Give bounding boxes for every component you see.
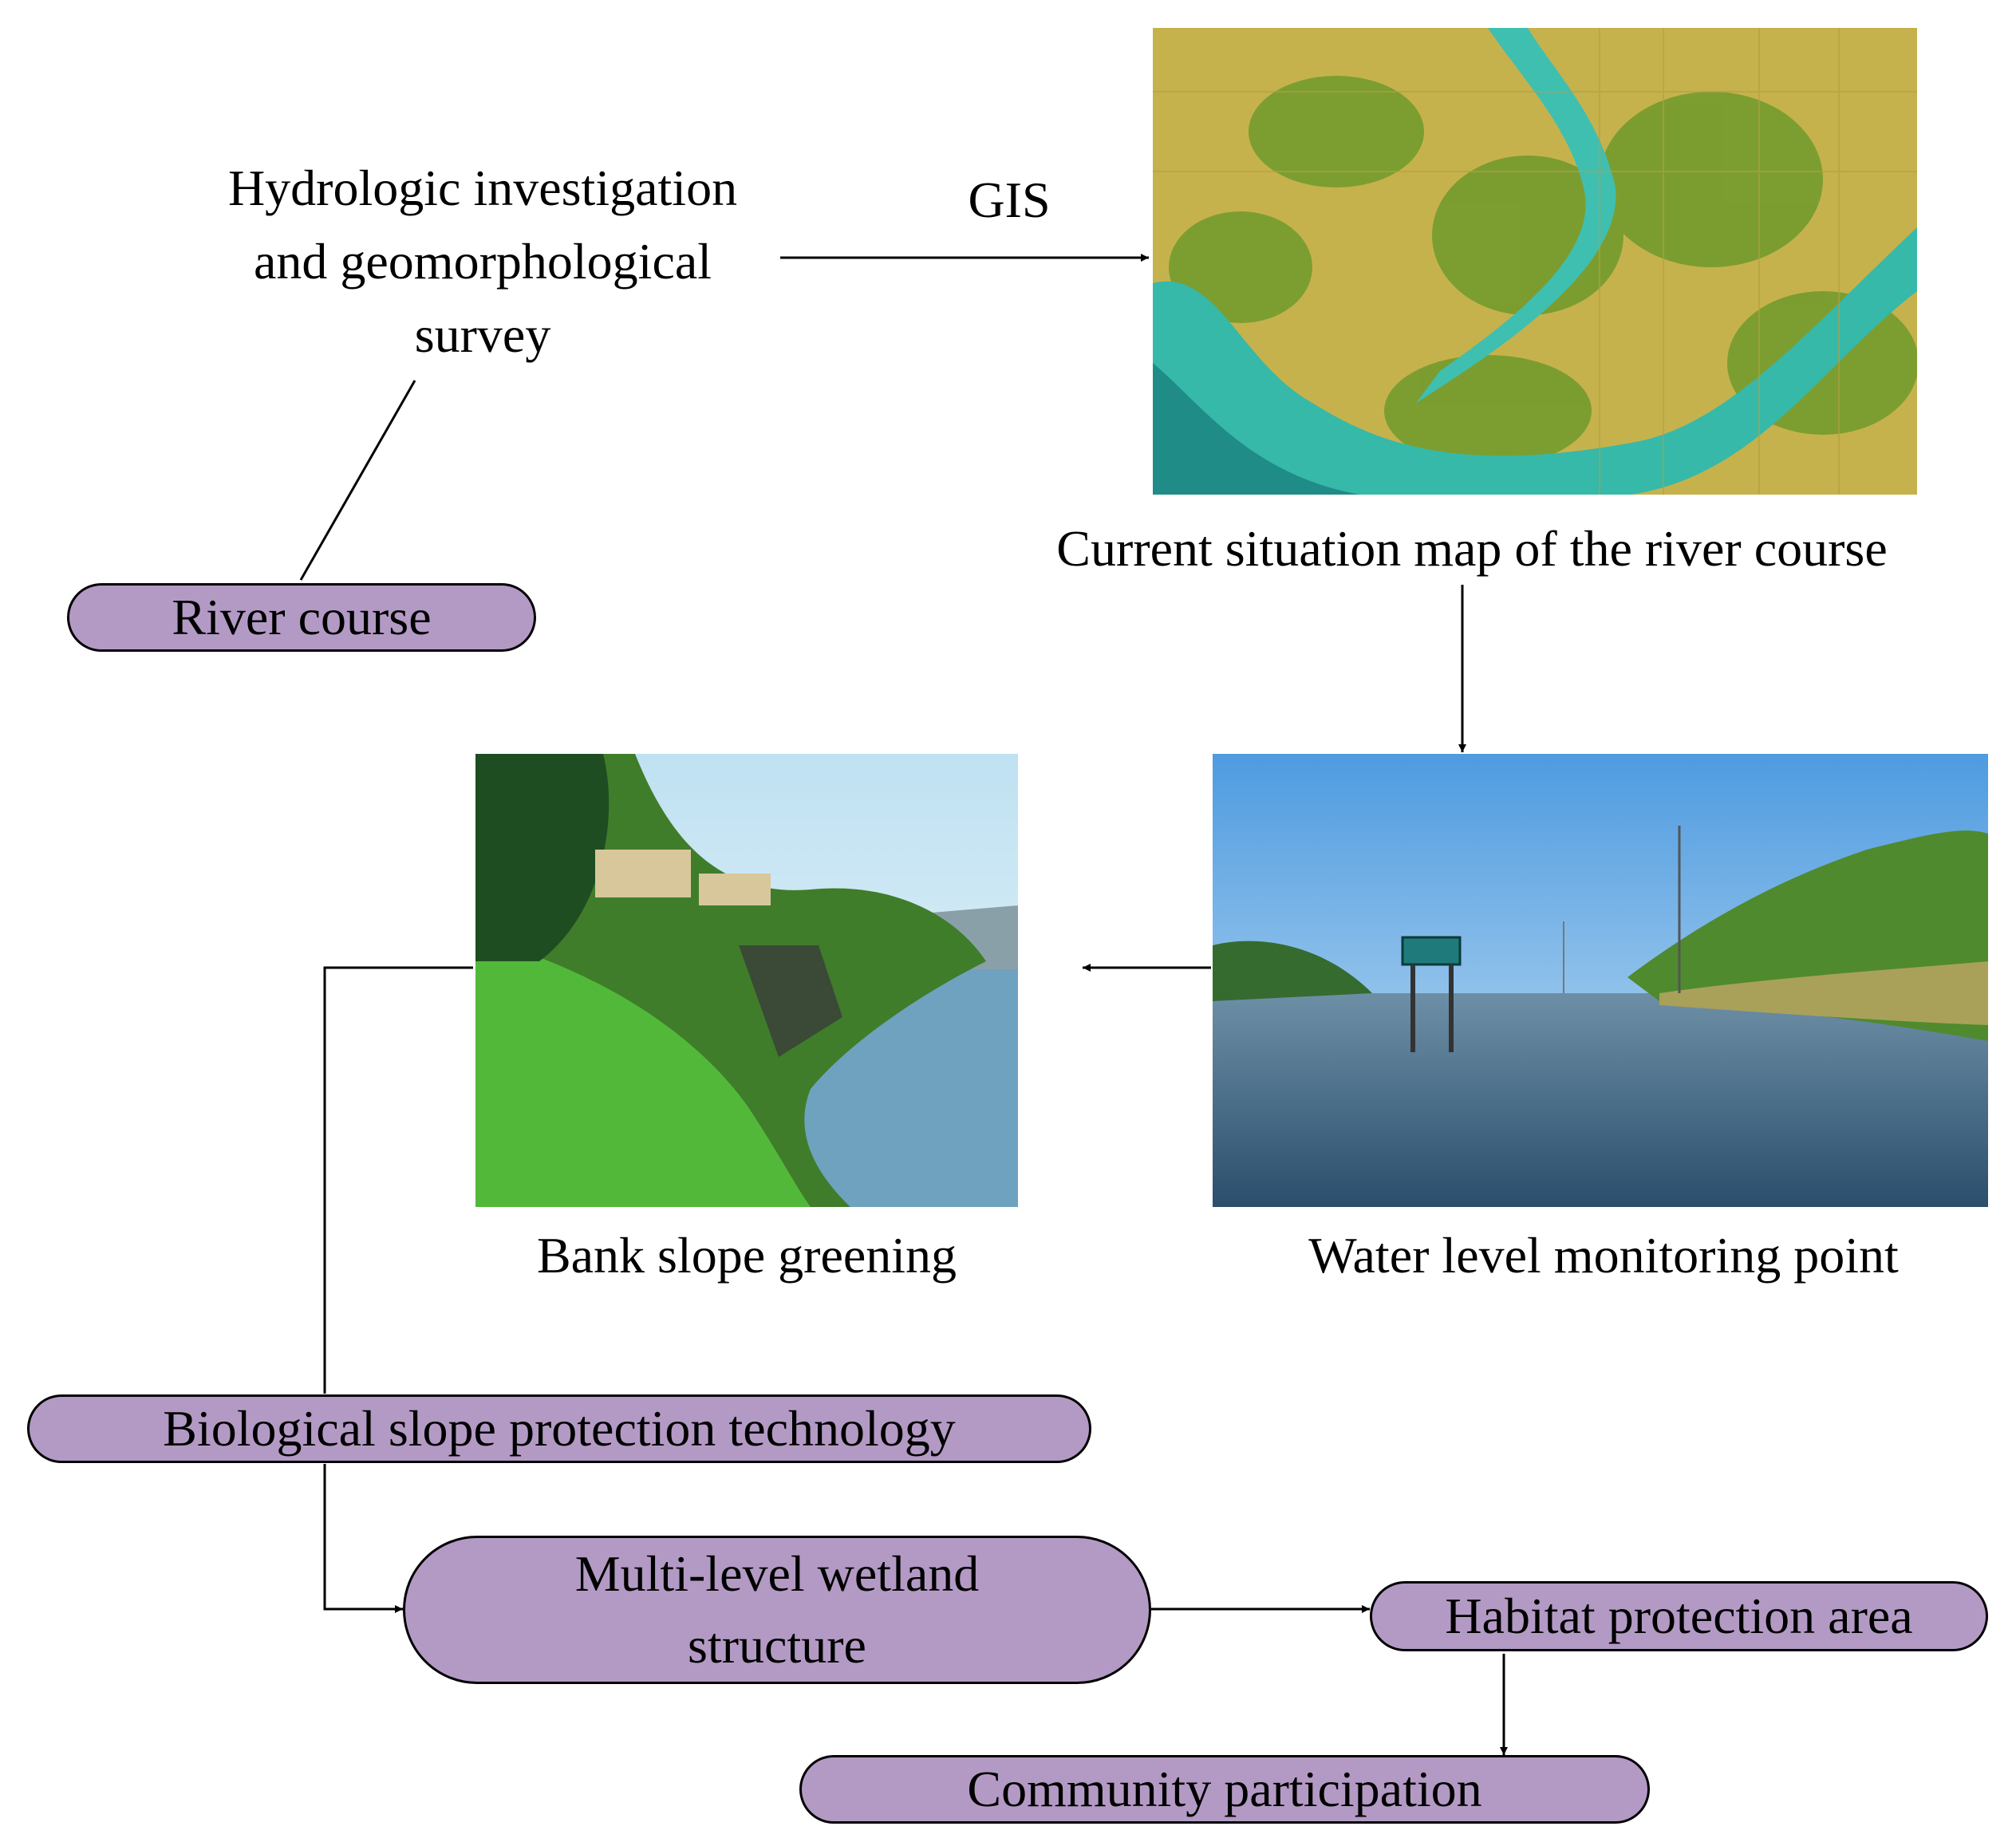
bio-to-wetland-arrow — [323, 1464, 403, 1613]
node-bio-slope-protection: Biological slope protection technology — [27, 1394, 1091, 1463]
survey-line-3: survey — [414, 306, 551, 363]
monitoring-point-image — [1213, 754, 1988, 1207]
node-habitat-protection: Habitat protection area — [1370, 1581, 1988, 1651]
bank-slope-image — [475, 754, 1018, 1207]
node-community-participation: Community participation — [799, 1755, 1650, 1824]
node-river-course: River course — [67, 583, 536, 652]
wetland-line-2: structure — [688, 1617, 866, 1674]
wetland-line-1: Multi-level wetland — [574, 1545, 980, 1602]
survey-line-2: and geomorphological — [253, 233, 712, 290]
bank-to-bio-line — [323, 966, 473, 1394]
bank-slope-icon — [475, 754, 1018, 1207]
water-gauge-icon — [1213, 754, 1988, 1207]
survey-line-1: Hydrologic investigation — [227, 160, 738, 216]
bank-caption: Bank slope greening — [536, 1227, 957, 1284]
survey-to-river-course-line — [299, 380, 416, 581]
river-map-icon — [1153, 28, 1917, 495]
node-multi-level-wetland: Multi-level wetland structure — [403, 1536, 1151, 1684]
gis-label: GIS — [968, 172, 1051, 228]
river-map-image — [1153, 28, 1917, 495]
monitor-caption: Water level monitoring point — [1308, 1227, 1899, 1284]
survey-label: Hydrologic investigation and geomorpholo… — [128, 152, 838, 372]
river-map-caption: Current situation map of the river cours… — [1056, 520, 1888, 577]
